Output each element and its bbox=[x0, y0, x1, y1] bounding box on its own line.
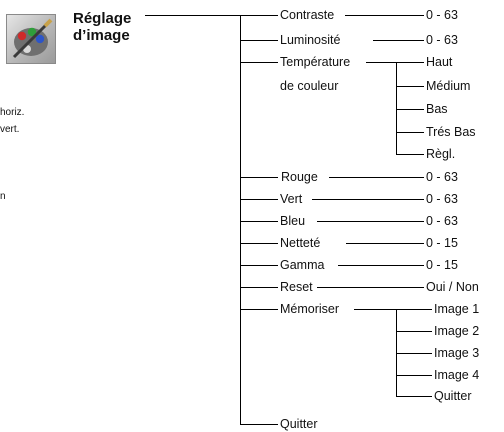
cropped-text-vert: vert. bbox=[0, 124, 20, 135]
value-reset: Oui / Non bbox=[426, 280, 479, 294]
menu-item-quitter: Quitter bbox=[280, 417, 318, 431]
menu-item-reset: Reset bbox=[280, 280, 313, 294]
menu-item-rouge: Rouge bbox=[281, 170, 318, 184]
value-bleu: 0 - 63 bbox=[426, 214, 458, 228]
menu-item-temperature: Température bbox=[280, 55, 351, 69]
value-gamma: 0 - 15 bbox=[426, 258, 458, 272]
value-vert: 0 - 63 bbox=[426, 192, 458, 206]
menu-item-contraste: Contraste bbox=[280, 8, 335, 22]
menu-item-gamma: Gamma bbox=[280, 258, 325, 272]
picture-adjust-icon bbox=[6, 14, 56, 64]
menu-item-temperature-line2: de couleur bbox=[280, 79, 339, 93]
menu-title-line1: Réglage bbox=[73, 10, 132, 27]
cropped-text-n: n bbox=[0, 191, 6, 202]
menu-item-memoriser: Mémoriser bbox=[280, 302, 340, 316]
memo-option-quitter: Quitter bbox=[434, 389, 472, 403]
menu-item-vert: Vert bbox=[280, 192, 303, 206]
memo-option-image1: Image 1 bbox=[434, 302, 480, 316]
value-nettete: 0 - 15 bbox=[426, 236, 458, 250]
temp-option-tres-bas: Trés Bas bbox=[426, 125, 476, 139]
memo-option-image3: Image 3 bbox=[434, 346, 480, 360]
memo-option-image4: Image 4 bbox=[434, 368, 480, 382]
menu-item-luminosite: Luminosité bbox=[280, 33, 341, 47]
value-rouge: 0 - 63 bbox=[426, 170, 458, 184]
temp-option-haut: Haut bbox=[426, 55, 453, 69]
temp-option-medium: Médium bbox=[426, 79, 471, 93]
cropped-text-horiz: horiz. bbox=[0, 107, 25, 118]
value-contraste: 0 - 63 bbox=[426, 8, 458, 22]
memo-option-image2: Image 2 bbox=[434, 324, 480, 338]
temp-option-bas: Bas bbox=[426, 102, 448, 116]
value-luminosite: 0 - 63 bbox=[426, 33, 458, 47]
menu-title-line2: d’image bbox=[73, 27, 130, 44]
temp-option-regl: Règl. bbox=[426, 147, 456, 161]
menu-item-bleu: Bleu bbox=[280, 214, 306, 228]
menu-item-nettete: Netteté bbox=[280, 236, 321, 250]
palette-brush-icon bbox=[12, 18, 53, 59]
